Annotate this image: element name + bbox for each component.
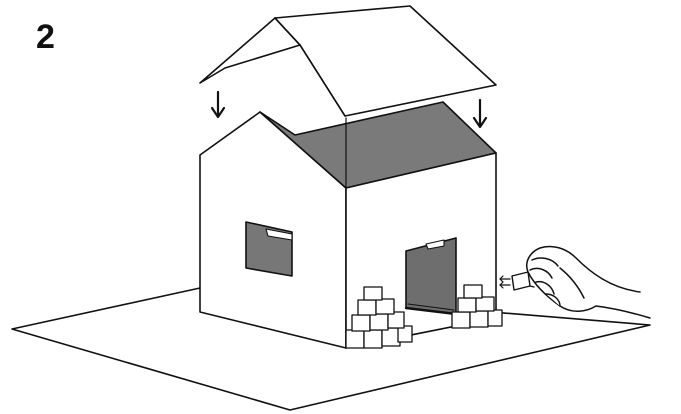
hand-illustration (527, 246, 650, 318)
door-opening (406, 238, 456, 314)
roof-piece (200, 6, 496, 116)
down-arrow-icon (474, 100, 486, 127)
down-arrow-icon (212, 92, 224, 117)
left-arrow-icon (500, 276, 510, 282)
roof-right-panel (275, 6, 496, 116)
left-arrow-icon (500, 282, 510, 288)
